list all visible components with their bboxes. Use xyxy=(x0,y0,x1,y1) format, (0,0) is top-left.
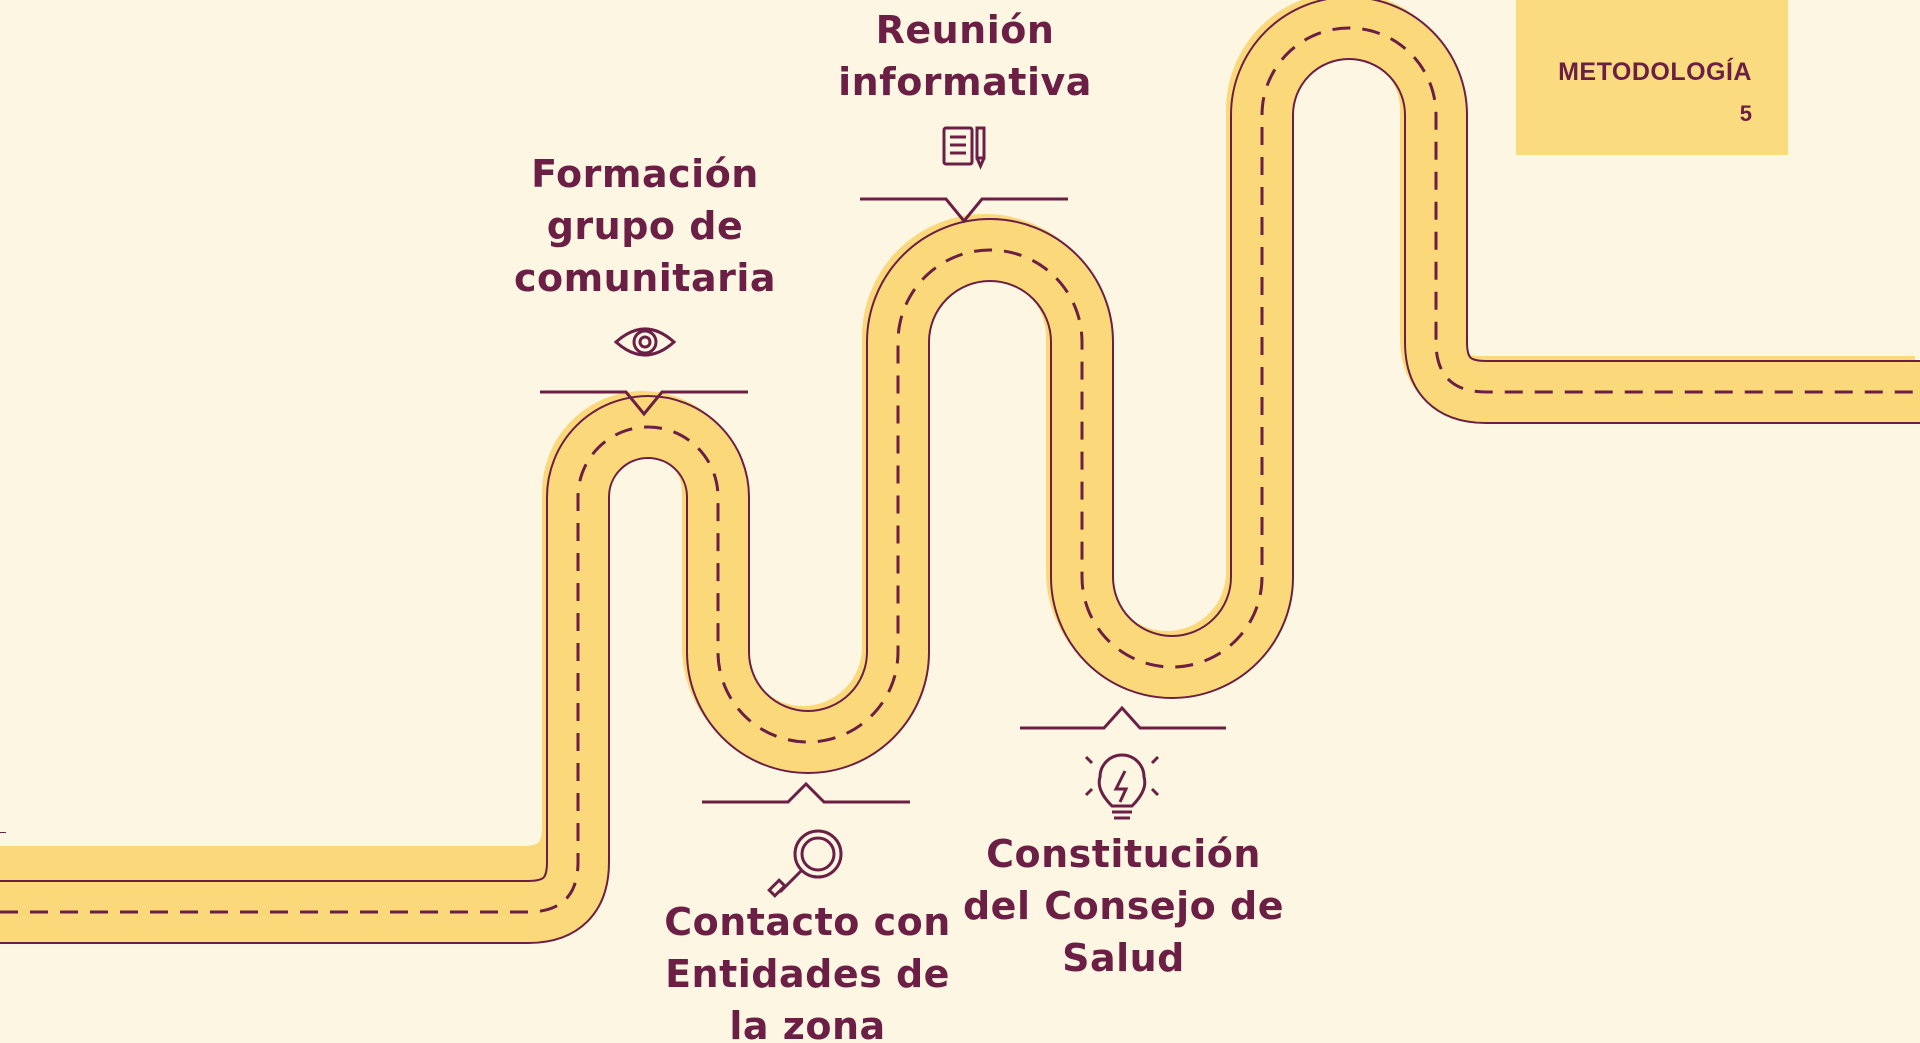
milestone-contacto-line1: Contacto con xyxy=(664,900,951,944)
road-center-line xyxy=(0,26,1920,914)
edge-mark xyxy=(0,832,6,833)
milestone-reunion-line2: informativa xyxy=(838,60,1092,104)
milestone-constitucion-line3: Salud xyxy=(1062,936,1185,980)
document-pencil-icon xyxy=(942,126,986,170)
milestone-constitucion: Constitución del Consejo de Salud xyxy=(956,828,1291,984)
milestone-formacion-line1: Formación xyxy=(531,152,759,196)
milestone-reunion-line1: Reunión xyxy=(875,8,1055,52)
callout-formacion xyxy=(540,390,748,417)
road-outline xyxy=(0,0,1920,944)
callout-contacto xyxy=(702,781,910,804)
milestone-contacto-line2: Entidades de xyxy=(665,952,950,996)
road-surface xyxy=(0,0,1920,942)
lightbulb-icon xyxy=(1084,753,1160,820)
milestone-formacion: Formación grupo de comunitaria xyxy=(490,148,800,304)
callout-reunion xyxy=(860,197,1068,224)
eye-icon xyxy=(613,327,677,357)
milestone-constitucion-line1: Constitución xyxy=(986,832,1261,876)
milestone-constitucion-line2: del Consejo de xyxy=(962,884,1284,928)
milestone-reunion: Reunión informativa xyxy=(810,4,1120,108)
milestone-formacion-line3: comunitaria xyxy=(513,256,777,300)
section-number: 5 xyxy=(1739,101,1752,126)
milestone-contacto: Contacto con Entidades de la zona xyxy=(640,896,975,1043)
milestone-contacto-line3: la zona xyxy=(729,1004,886,1043)
section-badge: METODOLOGÍA 5 xyxy=(1516,0,1788,155)
magnifier-icon xyxy=(767,829,843,898)
section-title: METODOLOGÍA xyxy=(1558,58,1752,86)
callout-constitucion xyxy=(1020,705,1226,730)
milestone-formacion-line2: grupo de xyxy=(546,204,744,248)
